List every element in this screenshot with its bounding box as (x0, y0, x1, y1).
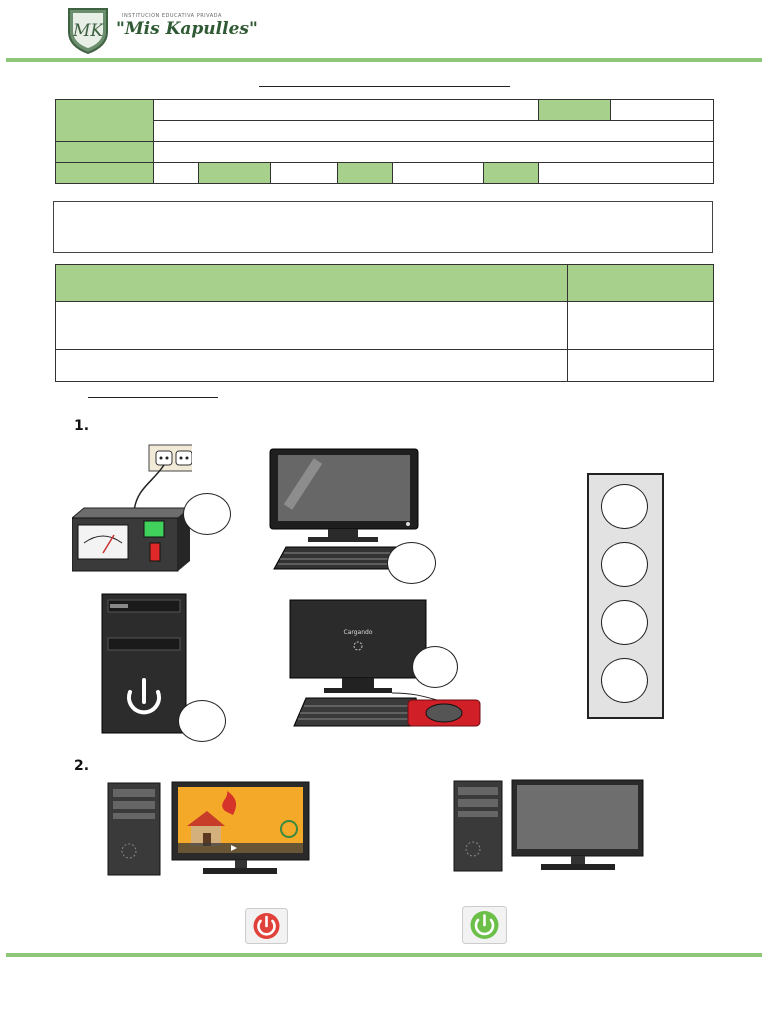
student-info-table (55, 99, 715, 184)
svg-text:Cargando: Cargando (344, 629, 373, 636)
field-date[interactable] (153, 162, 199, 184)
label-cell-teacher (55, 141, 154, 163)
monitor-loading-icon: Cargando (289, 599, 481, 727)
field-grade[interactable] (610, 99, 715, 121)
label-cell-area (482, 162, 540, 184)
institution-name: "Mis Kapulles" (116, 19, 258, 39)
power-off-icon[interactable] (245, 908, 288, 944)
answer-circle-3[interactable] (412, 646, 458, 688)
voltage-stabilizer-icon (72, 444, 192, 572)
institution-type: INSTITUCION EDUCATIVA PRIVADA (122, 13, 222, 19)
criteria-header (55, 264, 568, 302)
answer-circle-4[interactable] (178, 700, 226, 742)
field-name-2[interactable] (152, 120, 715, 142)
computer-on-illustration (107, 781, 310, 876)
cpu-tower-icon (101, 593, 187, 734)
school-logo-icon: MK (68, 8, 108, 54)
field-teacher[interactable] (152, 141, 715, 163)
monitor-icon (269, 448, 419, 570)
keyboard-icon (273, 546, 405, 570)
answer-slot-2[interactable] (601, 542, 648, 587)
label-cell-grade (538, 99, 612, 121)
section-underline (88, 397, 218, 398)
field-level[interactable] (392, 162, 484, 184)
score-field-2[interactable] (567, 349, 714, 382)
field-name[interactable] (152, 99, 540, 121)
svg-text:MK: MK (72, 21, 104, 41)
field-section[interactable] (270, 162, 338, 184)
label-cell-student (55, 99, 154, 142)
criteria-row-1 (55, 301, 568, 350)
question-1-number: 1. (74, 418, 90, 434)
answer-slot-3[interactable] (601, 600, 648, 645)
answer-circle-1[interactable] (183, 493, 231, 535)
criteria-row-2 (55, 349, 568, 382)
header-divider (6, 58, 762, 62)
title-underline (259, 86, 510, 87)
question-2-number: 2. (74, 758, 90, 774)
power-button-icon (127, 678, 161, 715)
power-on-icon[interactable] (462, 906, 507, 944)
answer-circle-2[interactable] (387, 542, 436, 584)
field-area[interactable] (538, 162, 715, 184)
answer-slot-1[interactable] (601, 484, 648, 529)
label-cell-section (198, 162, 271, 184)
label-cell-level (337, 162, 393, 184)
criteria-table (55, 264, 714, 382)
footer-divider (6, 953, 762, 957)
mouse-icon (425, 703, 463, 723)
score-header (567, 264, 714, 302)
computer-off-illustration (453, 779, 644, 872)
answer-slot-4[interactable] (601, 658, 648, 703)
instructions-box (53, 201, 713, 253)
score-field-1[interactable] (567, 301, 714, 350)
label-cell-date (55, 162, 154, 184)
